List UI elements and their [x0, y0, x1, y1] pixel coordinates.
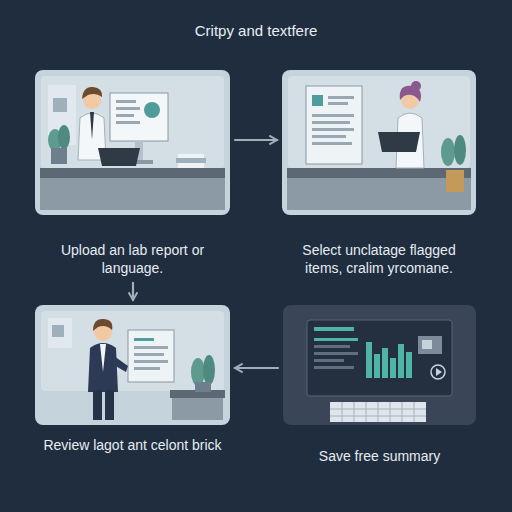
- step-caption: Select unclatage flagged items, cralim y…: [282, 242, 476, 278]
- panel-summary-shape: [330, 402, 426, 422]
- panel-upload: [35, 70, 230, 215]
- panel-select-shape: [446, 170, 464, 192]
- panel-select-shape: [312, 135, 346, 138]
- panel-summary-shape: [418, 336, 442, 354]
- panel-review-shape: [134, 346, 168, 349]
- panel-review-shape: [191, 358, 205, 386]
- panel-select-shape: [287, 178, 471, 210]
- flow-arrow: [235, 139, 277, 141]
- panel-review-shape: [100, 344, 106, 372]
- panel-review-shape: [172, 398, 223, 420]
- panel-review-shape: [88, 343, 118, 392]
- panel-select-shape: [312, 114, 354, 117]
- panel-review-shape: [41, 311, 224, 391]
- panel-summary-shape: [314, 366, 354, 369]
- panel-select-shape: [441, 138, 455, 166]
- panel-upload-shape: [116, 121, 140, 124]
- panel-select-shape: [288, 76, 470, 168]
- step-panel: Review lagot ant celont brick: [35, 305, 230, 455]
- panel-review-shape: [128, 330, 174, 382]
- panel-select-shape: [454, 135, 466, 165]
- flow-arrow: [132, 283, 134, 300]
- panel-summary-shape: [314, 345, 350, 348]
- panel-summary-shape: [406, 352, 412, 378]
- panel-select-shape: [306, 86, 362, 164]
- flow-arrow: [235, 367, 278, 369]
- panel-select-shape: [312, 142, 352, 145]
- panel-summary-shape: [382, 348, 388, 378]
- panel-upload-shape: [35, 70, 230, 215]
- panel-review-shape: [195, 382, 211, 392]
- panel-summary-shape: [330, 402, 426, 422]
- panel-upload-shape: [116, 100, 136, 103]
- panel-select-shape: [411, 81, 421, 91]
- panel-review: [35, 305, 230, 425]
- panel-upload-shape: [82, 87, 102, 99]
- panel-area: [35, 70, 230, 242]
- panel-review-shape: [93, 319, 112, 331]
- panel-upload-shape: [53, 98, 67, 112]
- panel-upload-shape: [176, 158, 206, 163]
- panel-upload-shape: [40, 168, 225, 178]
- panel-summary: [283, 305, 476, 425]
- panel-review-shape: [134, 360, 168, 363]
- panel-review-shape: [52, 325, 64, 337]
- panel-summary-shape: [314, 338, 358, 341]
- panel-summary-shape: [314, 327, 354, 331]
- panel-upload-shape: [110, 93, 168, 141]
- panel-review-shape: [35, 305, 230, 425]
- step-panel: Select unclatage flagged items, cralim y…: [282, 70, 476, 278]
- panel-upload-shape: [178, 163, 204, 168]
- panel-summary-shape: [436, 368, 442, 376]
- panel-select-shape: [312, 95, 323, 106]
- panel-summary-shape: [431, 365, 445, 379]
- panel-summary-shape: [314, 359, 344, 362]
- panel-upload-shape: [41, 76, 224, 168]
- panel-review-shape: [48, 318, 72, 348]
- diagram-title: Critpy and textfere: [0, 22, 512, 39]
- panel-upload-shape: [58, 125, 70, 149]
- panel-area: [35, 305, 230, 437]
- panel-select-shape: [378, 132, 420, 152]
- panel-select-shape: [328, 102, 348, 105]
- panel-upload-shape: [144, 102, 160, 118]
- step-panel: Save free summary: [283, 305, 476, 466]
- panel-upload-shape: [116, 114, 134, 117]
- step-caption: Review lagot ant celont brick: [35, 437, 230, 455]
- panel-select-shape: [328, 96, 354, 99]
- panel-summary-shape: [366, 342, 372, 378]
- panel-upload-shape: [40, 178, 225, 210]
- panel-summary-shape: [283, 305, 476, 425]
- panel-upload-shape: [98, 148, 140, 166]
- panel-review-shape: [134, 353, 164, 356]
- panel-select-shape: [312, 128, 354, 131]
- step-caption: Upload an lab report or language.: [35, 242, 230, 278]
- panel-review-shape: [203, 355, 215, 385]
- panel-summary-shape: [422, 340, 432, 349]
- panel-upload-shape: [51, 148, 67, 164]
- panel-select: [282, 70, 476, 215]
- panel-upload-shape: [178, 154, 204, 158]
- panel-review-shape: [134, 338, 154, 341]
- step-panel: Upload an lab report or language.: [35, 70, 230, 278]
- panel-select-shape: [287, 168, 471, 178]
- panel-review-shape: [105, 390, 114, 420]
- panel-summary-shape: [314, 352, 358, 355]
- panel-summary-shape: [374, 354, 380, 378]
- panel-area: [282, 70, 476, 242]
- panel-select-shape: [312, 121, 350, 124]
- panel-upload-shape: [116, 107, 140, 110]
- panel-select-shape: [282, 70, 476, 215]
- panel-review-shape: [93, 390, 102, 420]
- step-caption: Save free summary: [283, 448, 476, 466]
- panel-summary-shape: [307, 320, 452, 396]
- panel-review-shape: [134, 367, 160, 370]
- panel-review-shape: [112, 356, 128, 372]
- panel-area: [283, 305, 476, 448]
- panel-upload-shape: [90, 112, 94, 140]
- panel-summary-shape: [398, 344, 404, 378]
- panel-summary-shape: [390, 358, 396, 378]
